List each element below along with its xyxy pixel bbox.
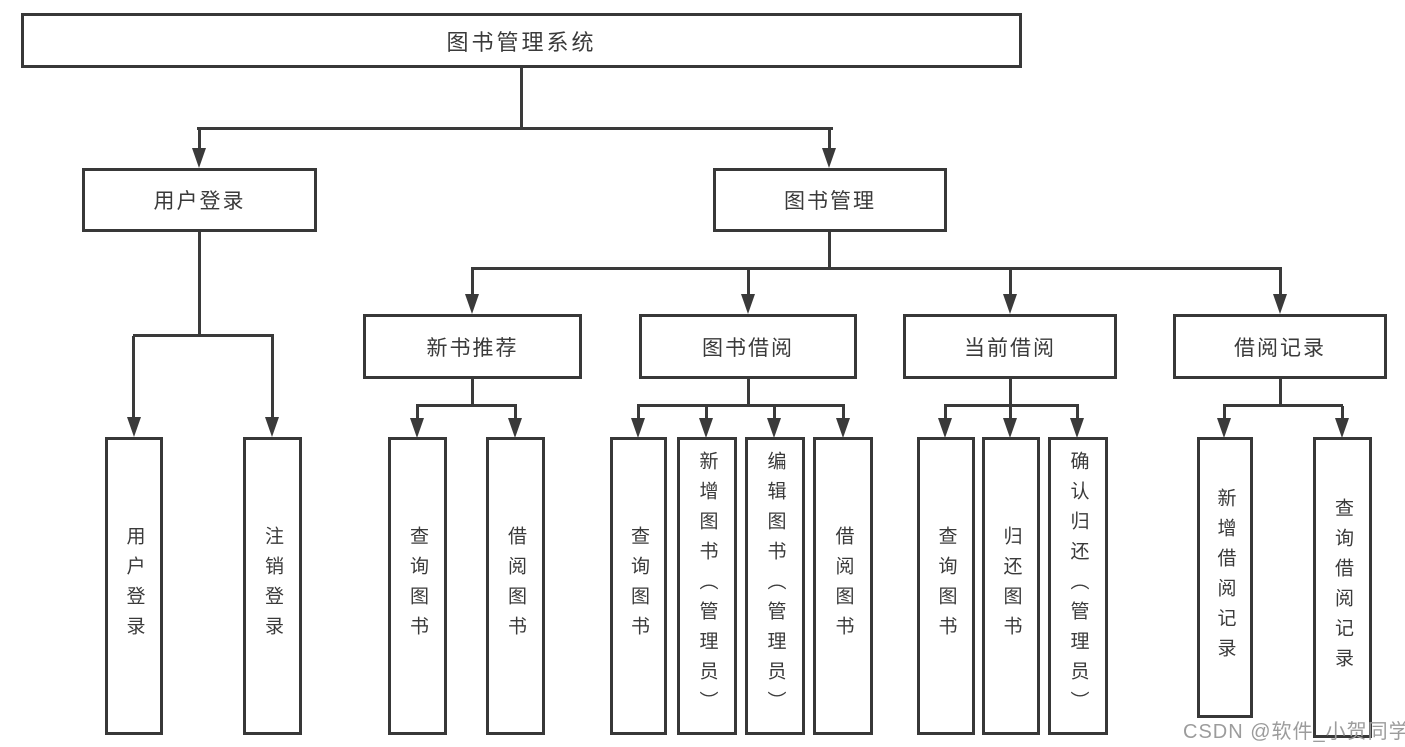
leaf-logout-label: 注销登录 — [262, 526, 283, 646]
leaf-add-borrow-record: 新增借阅记录 — [1197, 437, 1253, 718]
leaf-add-books-admin-label: 新增图书（管理员） — [696, 451, 718, 721]
arrow-leaf-login-icon — [127, 417, 141, 437]
node-book-management-label: 图书管理 — [784, 190, 876, 213]
connector-leaf-login-shaft — [132, 336, 135, 418]
arrow-new-book-icon — [465, 294, 479, 314]
leaf-borrow-books-recommend-label: 借阅图书 — [505, 526, 526, 646]
arrow-user-login-icon — [192, 148, 206, 168]
leaf-query-books-borrowing-label: 查询图书 — [628, 526, 649, 646]
arrow-book-management-icon — [822, 148, 836, 168]
connector-bb-query-shaft — [637, 406, 640, 420]
leaf-edit-books-admin: 编辑图书（管理员） — [745, 437, 805, 735]
node-book-management: 图书管理 — [713, 168, 947, 232]
arrow-book-borrow-icon — [741, 294, 755, 314]
arrow-leaf-logout-icon — [265, 417, 279, 437]
connector-book-borrow-stem — [747, 379, 750, 406]
leaf-query-borrow-record: 查询借阅记录 — [1313, 437, 1372, 738]
connector-current-borrow-rail — [944, 404, 1079, 407]
node-user-login-label: 用户登录 — [153, 190, 246, 213]
arrow-nb-borrow-icon — [508, 418, 522, 438]
connector-borrow-records-stem — [1279, 379, 1282, 406]
connector-book-management-stem — [828, 232, 831, 269]
connector-user-login-stem — [198, 232, 201, 336]
node-user-login: 用户登录 — [82, 168, 317, 232]
leaf-query-books-recommend: 查询图书 — [388, 437, 447, 735]
leaf-add-books-admin: 新增图书（管理员） — [677, 437, 737, 735]
connector-cb-return-shaft — [1009, 406, 1012, 420]
connector-level3-rail — [471, 267, 1282, 270]
connector-br-query-shaft — [1341, 406, 1344, 420]
connector-new-book-stem — [471, 379, 474, 406]
leaf-edit-books-admin-label: 编辑图书（管理员） — [764, 451, 786, 721]
leaf-logout: 注销登录 — [243, 437, 302, 735]
leaf-query-borrow-record-label: 查询借阅记录 — [1332, 497, 1353, 678]
node-borrowing-records: 借阅记录 — [1173, 314, 1387, 379]
node-new-book-recommend: 新书推荐 — [363, 314, 582, 379]
arrow-cb-confirm-icon — [1070, 418, 1084, 438]
node-new-book-recommend-label: 新书推荐 — [426, 336, 519, 360]
node-borrowing-records-label: 借阅记录 — [1234, 336, 1326, 360]
node-root-label: 图书管理系统 — [446, 29, 597, 55]
leaf-query-books-recommend-label: 查询图书 — [407, 526, 428, 646]
node-book-borrowing: 图书借阅 — [639, 314, 857, 379]
connector-nb-query-shaft — [416, 406, 419, 420]
connector-bb-add-shaft — [705, 406, 708, 420]
connector-cb-query-shaft — [944, 406, 947, 420]
leaf-confirm-return-admin-label: 确认归还（管理员） — [1067, 451, 1089, 721]
connector-book-management-shaft — [828, 129, 831, 151]
leaf-query-books-borrowing: 查询图书 — [610, 437, 667, 735]
connector-book-borrow-shaft — [747, 269, 750, 297]
arrow-br-query-icon — [1335, 418, 1349, 438]
leaf-query-books-current-label: 查询图书 — [935, 526, 957, 646]
leaf-query-books-current: 查询图书 — [917, 437, 975, 735]
leaf-borrow-books-recommend: 借阅图书 — [486, 437, 545, 735]
connector-cb-confirm-shaft — [1076, 406, 1079, 420]
node-current-borrowing-label: 当前借阅 — [964, 336, 1056, 360]
arrow-br-add-icon — [1217, 418, 1231, 438]
arrow-bb-edit-icon — [767, 418, 781, 438]
connector-bb-edit-shaft — [773, 406, 776, 420]
connector-bb-borrow-shaft — [842, 406, 845, 420]
arrow-bb-borrow-icon — [836, 418, 850, 438]
arrow-cb-return-icon — [1003, 418, 1017, 438]
connector-root-stem — [520, 68, 523, 129]
connector-level2-rail — [197, 127, 833, 130]
connector-nb-borrow-shaft — [514, 406, 517, 420]
connector-borrow-records-rail — [1223, 404, 1343, 407]
node-current-borrowing: 当前借阅 — [903, 314, 1117, 379]
node-book-borrowing-label: 图书借阅 — [702, 336, 794, 360]
leaf-borrow-books: 借阅图书 — [813, 437, 873, 735]
leaf-borrow-books-label: 借阅图书 — [832, 526, 854, 646]
leaf-confirm-return-admin: 确认归还（管理员） — [1048, 437, 1108, 735]
leaf-user-login: 用户登录 — [105, 437, 163, 735]
arrow-cb-query-icon — [938, 418, 952, 438]
connector-book-borrow-rail — [637, 404, 845, 407]
leaf-user-login-label: 用户登录 — [123, 526, 145, 646]
arrow-bb-add-icon — [699, 418, 713, 438]
leaf-return-books: 归还图书 — [982, 437, 1040, 735]
arrow-borrow-records-icon — [1273, 294, 1287, 314]
leaf-add-borrow-record-label: 新增借阅记录 — [1214, 487, 1236, 668]
connector-current-borrow-shaft — [1009, 269, 1012, 297]
connector-user-login-shaft — [198, 129, 201, 151]
arrow-nb-query-icon — [410, 418, 424, 438]
arrow-bb-query-icon — [631, 418, 645, 438]
node-root: 图书管理系统 — [21, 13, 1022, 68]
watermark: CSDN @软件_小贺同学 — [1183, 721, 1405, 743]
leaf-return-books-label: 归还图书 — [1000, 526, 1022, 646]
arrow-current-borrow-icon — [1003, 294, 1017, 314]
connector-user-login-rail — [133, 334, 274, 337]
connector-borrow-records-shaft — [1279, 269, 1282, 297]
connector-br-add-shaft — [1223, 406, 1226, 420]
connector-leaf-logout-shaft — [271, 336, 274, 418]
connector-new-book-rail — [416, 404, 517, 407]
connector-current-borrow-stem — [1009, 379, 1012, 406]
connector-new-book-shaft — [471, 269, 474, 297]
